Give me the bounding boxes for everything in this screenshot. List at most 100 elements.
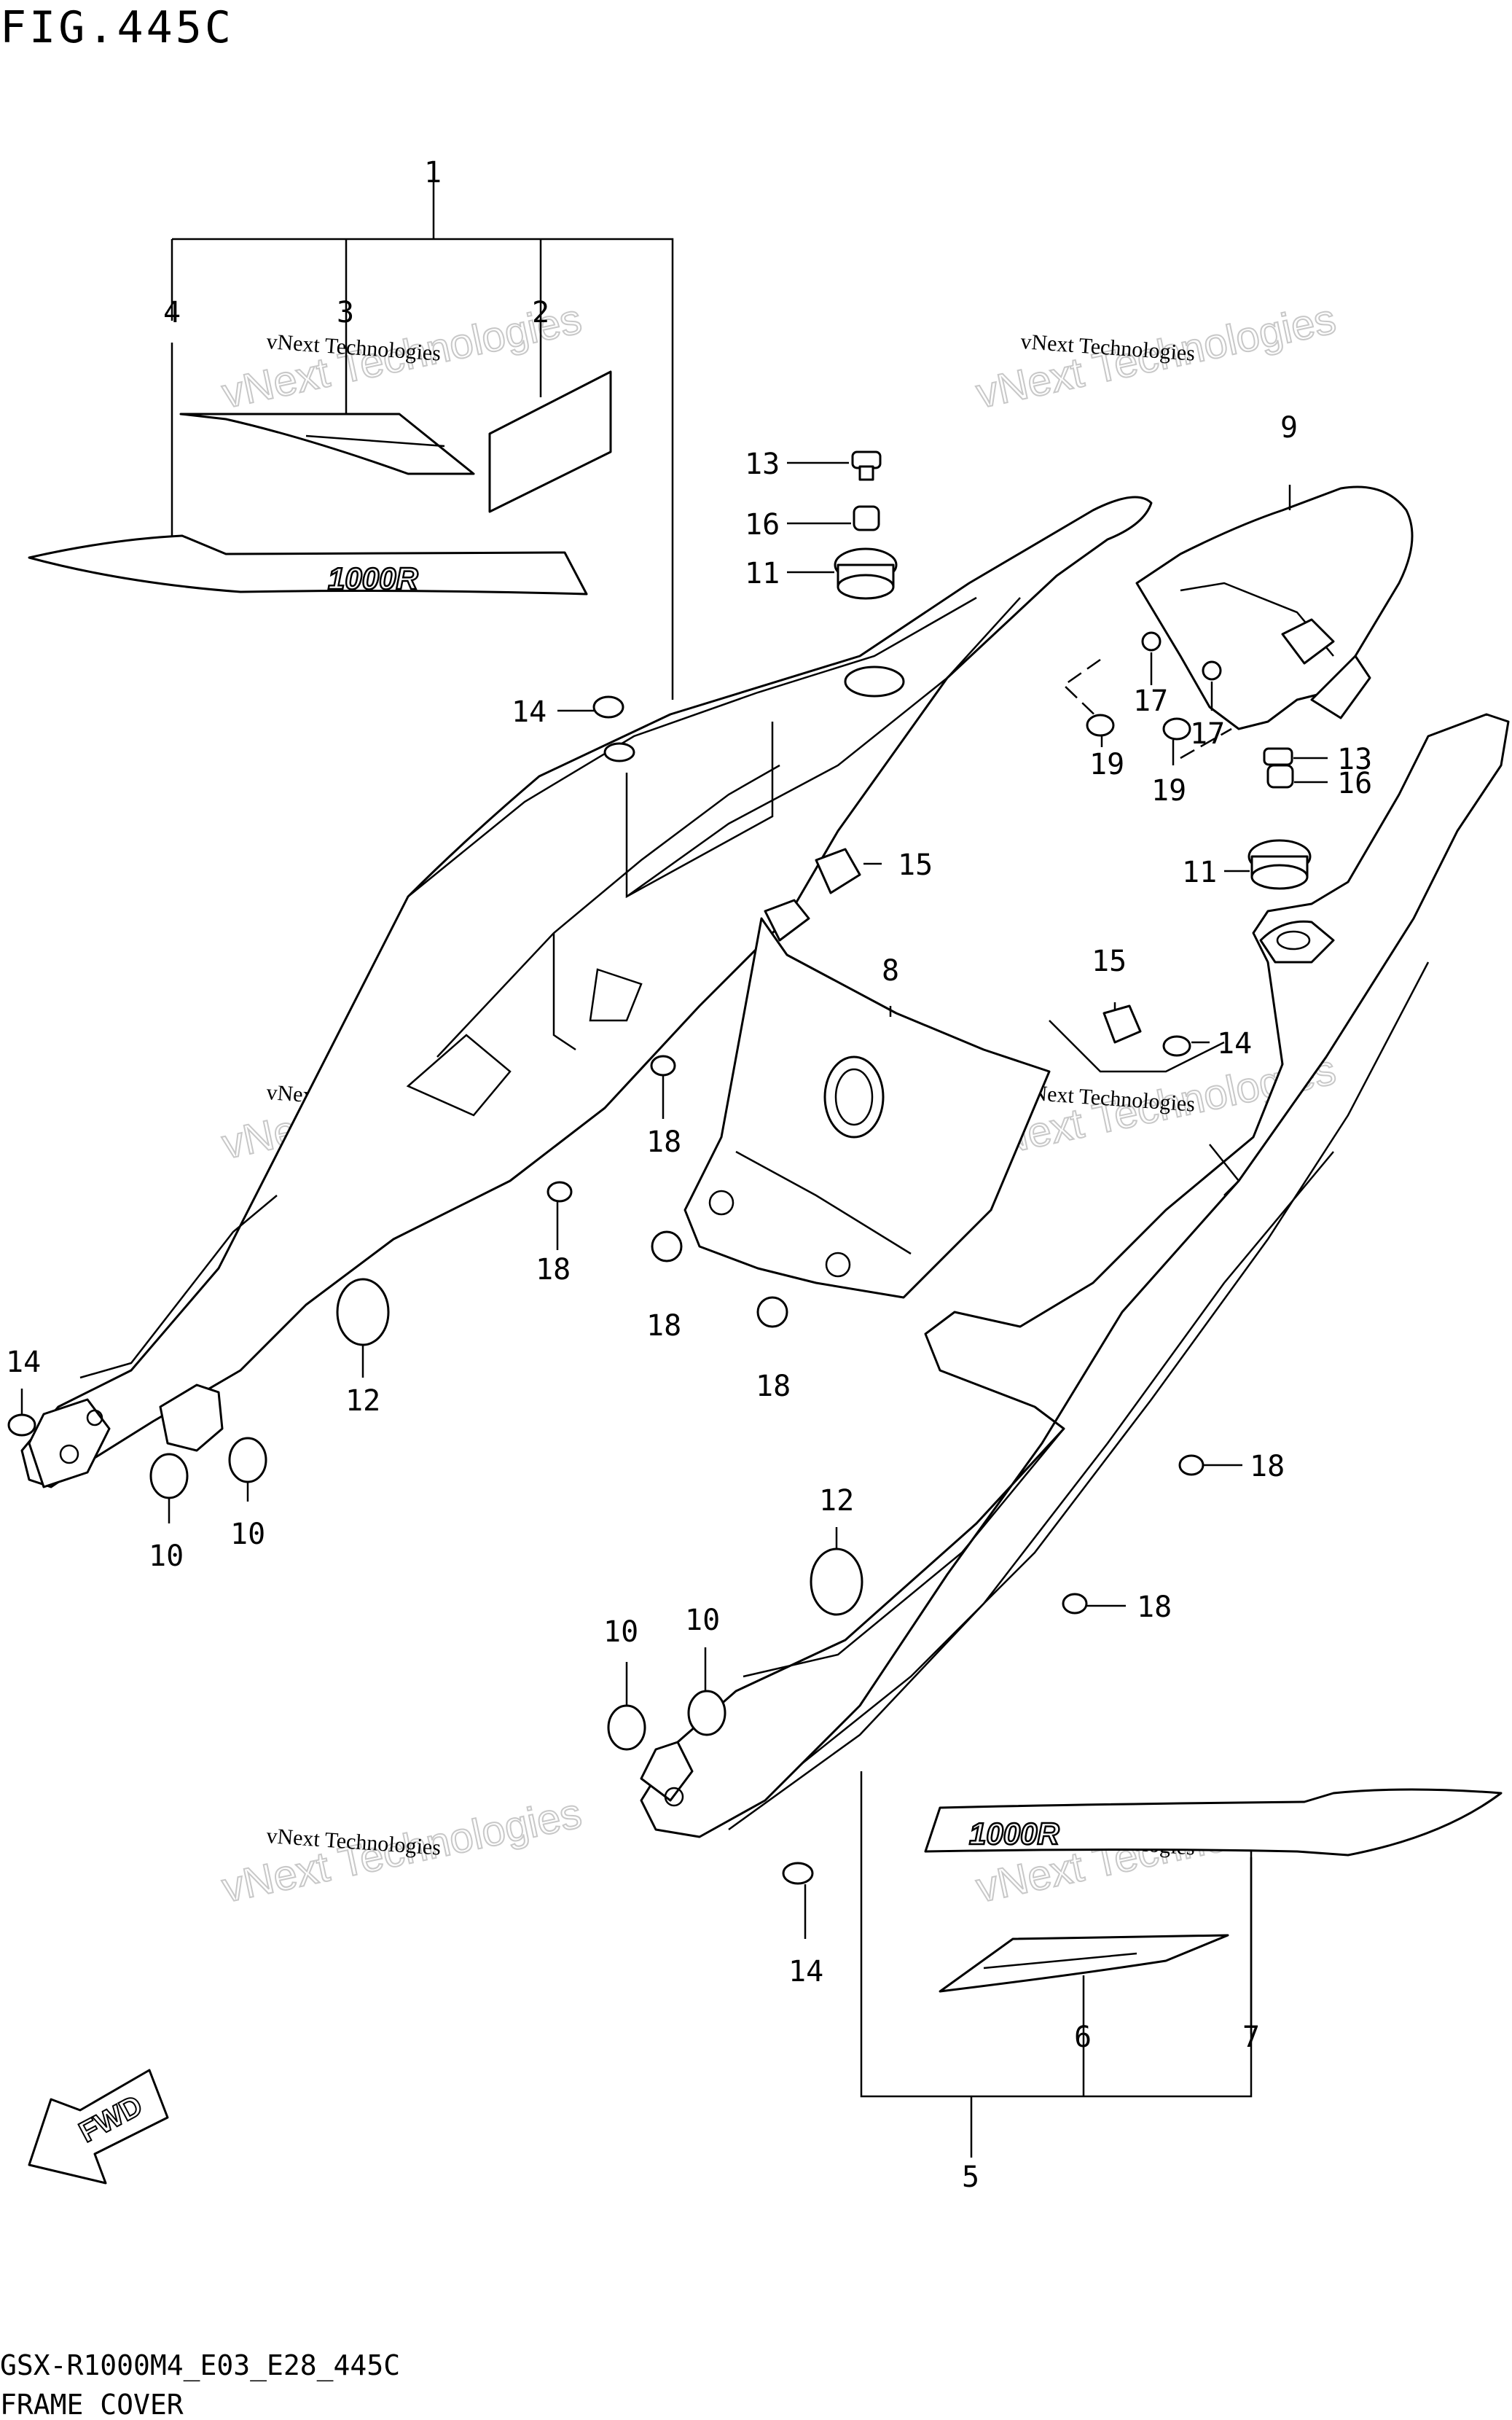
left-mount-hole-2 — [86, 1409, 103, 1426]
rivet-18-c — [651, 1230, 683, 1262]
watermark-2: vNext Technologies vNext Technologies — [971, 294, 1340, 418]
callout-9: 9 — [1280, 411, 1298, 445]
left-cover-window — [625, 722, 774, 899]
callout-2: 2 — [532, 296, 549, 329]
right-mount-hole — [664, 1787, 684, 1807]
decal-6 — [939, 1934, 1229, 1993]
dash-lead-19a — [1062, 658, 1102, 722]
nut-15-right — [1102, 1004, 1142, 1044]
right-cover-edge-1 — [743, 1428, 1065, 1678]
decal-set-right: 1000R — [860, 1771, 1503, 2158]
grommet-11-top-base — [837, 574, 895, 600]
center-panel-clip-tab — [764, 899, 810, 942]
left-mount-hole — [59, 1444, 79, 1464]
callout-10: 10 — [603, 1615, 638, 1649]
damper-12-right — [810, 1547, 863, 1616]
center-panel-8 — [683, 899, 1051, 1299]
screw-14-left — [7, 1413, 36, 1437]
callout-16: 16 — [745, 508, 780, 542]
bracket-1 — [172, 238, 674, 700]
left-cover-edge-4 — [552, 933, 576, 1051]
callout-12: 12 — [345, 1384, 380, 1418]
decal-2 — [488, 370, 612, 513]
screw-14-right — [1162, 1035, 1191, 1057]
left-cover-tab — [406, 1034, 512, 1117]
callout-3: 3 — [337, 296, 354, 329]
tail-cowl-9 — [1135, 485, 1414, 730]
callout-18: 18 — [1250, 1450, 1285, 1483]
callout-7: 7 — [1242, 2021, 1260, 2054]
fwd-arrow-shape — [28, 2069, 169, 2185]
callout-1: 1 — [424, 156, 442, 190]
callout-8: 8 — [882, 954, 899, 988]
damper-12-left — [336, 1278, 390, 1346]
center-panel-grommet-inner — [834, 1068, 874, 1126]
left-cover-front-mount — [28, 1398, 111, 1488]
callout-14: 14 — [1217, 1027, 1252, 1061]
tail-cowl-outline — [1135, 485, 1414, 730]
decal-4-logo: 1000R — [328, 561, 418, 596]
collar-16-right — [1266, 764, 1294, 789]
leader-lines — [20, 461, 1328, 1939]
callout-14: 14 — [788, 1955, 823, 1988]
callout-11: 11 — [1182, 856, 1217, 889]
screw-19-left — [1086, 714, 1115, 737]
frame-cover-right — [640, 713, 1510, 1838]
callout-18: 18 — [756, 1370, 791, 1403]
screw-13-top-shank — [858, 465, 874, 481]
right-cover-edge-2 — [801, 961, 1430, 1765]
fwd-arrow: FWD — [28, 2069, 169, 2185]
callout-10: 10 — [230, 1518, 265, 1551]
callout-10: 10 — [149, 1539, 184, 1573]
decal-set-left: 1000R — [28, 182, 674, 700]
callout-15: 15 — [898, 848, 933, 882]
rivet-18-a — [650, 1055, 676, 1077]
rivet-18-f — [1062, 1593, 1088, 1615]
left-cover-edge-2 — [436, 764, 780, 1058]
decal-3-stripe — [305, 434, 445, 448]
model-code: GSX-R1000M4_E03_E28_445C — [0, 2349, 400, 2382]
hardware — [7, 450, 1312, 1885]
nut-15-left — [815, 848, 861, 894]
grommet-11-right-base — [1250, 864, 1309, 890]
callout-13: 13 — [1337, 743, 1372, 776]
watermark-1: vNext Technologies vNext Technologies — [217, 294, 586, 418]
tail-cowl-side-tab — [1310, 655, 1371, 719]
left-cover-inner-edge — [79, 1195, 278, 1379]
callout-18: 18 — [646, 1125, 681, 1159]
callout-15: 15 — [1092, 945, 1127, 978]
screw-13-right — [1263, 747, 1293, 766]
watermark-5: vNext Technologies vNext Technologies — [217, 1789, 586, 1913]
stud-17-left — [1141, 631, 1162, 652]
callout-17: 17 — [1133, 684, 1168, 718]
callout-17: 17 — [1190, 717, 1225, 751]
left-cover-edge-3 — [626, 597, 1021, 898]
callout-numbers: 1 2 3 4 5 6 7 8 9 10 10 10 10 11 11 12 1… — [6, 156, 1372, 2194]
callout-18: 18 — [1137, 1590, 1172, 1624]
cushion-10-b — [228, 1437, 267, 1483]
decal-7 — [924, 1788, 1503, 1857]
decal-4 — [28, 534, 588, 596]
right-frame-cover-outline — [640, 713, 1510, 1838]
callout-13: 13 — [745, 448, 780, 481]
screw-19-right — [1162, 717, 1191, 741]
callout-6: 6 — [1074, 2021, 1092, 2054]
left-cover-bolt-hole — [603, 742, 635, 762]
center-panel-crease — [735, 1150, 912, 1255]
cushion-10-d — [687, 1690, 726, 1736]
callout-12: 12 — [819, 1484, 854, 1518]
left-cover-tab-2 — [589, 968, 643, 1022]
screw-14-bottom — [782, 1862, 814, 1885]
callout-16: 16 — [1337, 767, 1372, 800]
callout-14: 14 — [512, 695, 547, 729]
callout-11: 11 — [745, 557, 780, 590]
left-cover-grommet-hole — [844, 666, 905, 698]
callout-19: 19 — [1151, 774, 1186, 808]
collar-16-top — [853, 505, 880, 531]
right-cover-grommet-hole — [1276, 930, 1311, 951]
rivet-18-d — [756, 1296, 788, 1328]
rivet-18-b — [547, 1181, 573, 1203]
screw-14-top — [592, 695, 624, 719]
right-cover-inner-edge — [1049, 1020, 1225, 1073]
